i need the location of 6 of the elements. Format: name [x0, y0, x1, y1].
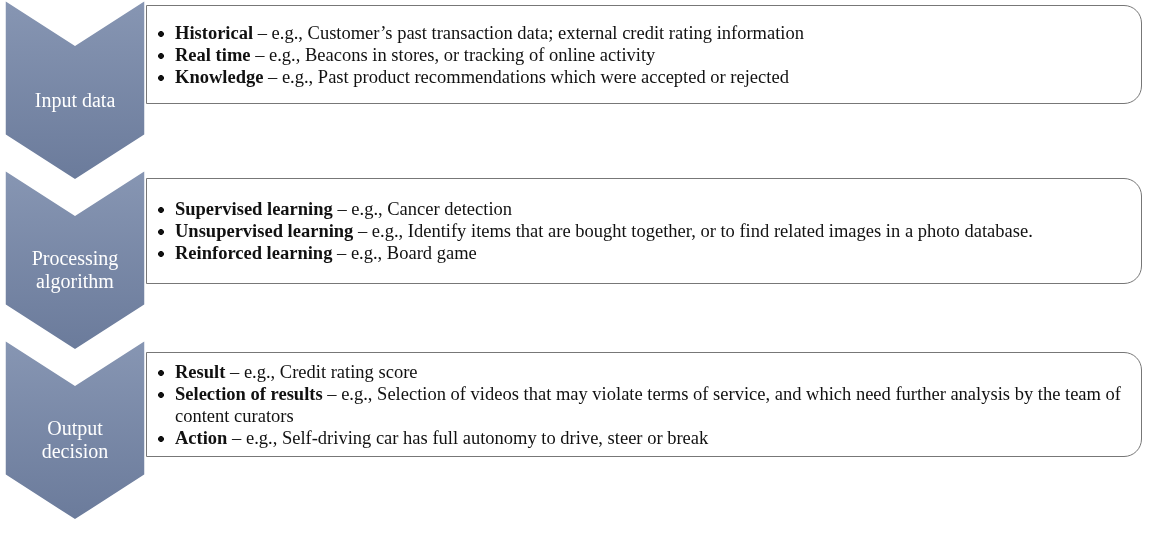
step-label: Processing algorithm [30, 247, 120, 293]
text-panel [146, 178, 1142, 284]
text-panel [146, 5, 1142, 104]
step-label: Output decision [40, 417, 110, 463]
text-panel [146, 352, 1142, 457]
step-label: Input data [33, 88, 117, 112]
